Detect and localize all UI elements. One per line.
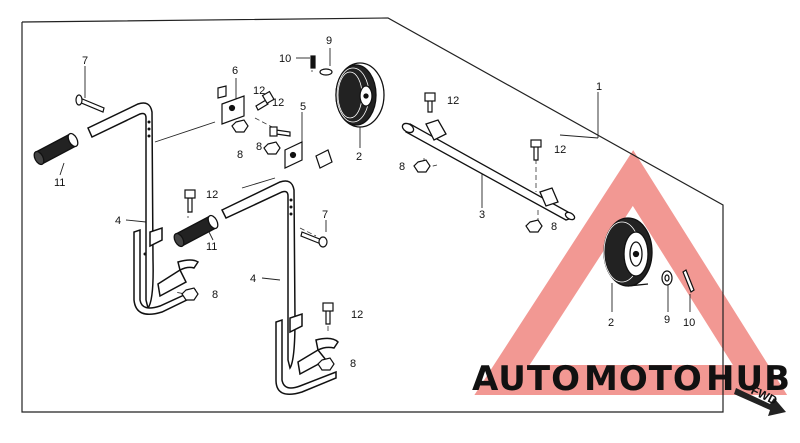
bracket-5 (284, 141, 303, 169)
axle (401, 119, 576, 221)
callout-4-left: 4 (115, 215, 121, 227)
callout-7-top: 7 (82, 55, 88, 67)
bolt-7-top (75, 94, 105, 113)
watermark-part-moto: MOTO (584, 359, 703, 399)
callout-8-c: 8 (399, 161, 405, 173)
grip-right (173, 214, 219, 248)
assembly-outline (21, 17, 724, 413)
callout-2-right: 2 (608, 317, 614, 329)
callout-5: 5 (300, 101, 306, 113)
callout-12-c: 12 (447, 95, 459, 107)
callout-9-right: 9 (664, 314, 670, 326)
washer-9-top (319, 68, 333, 76)
watermark-triangle (474, 150, 788, 395)
callout-7-bottom: 7 (322, 209, 328, 221)
leader-lines (59, 48, 691, 312)
nuts-8 (181, 119, 543, 371)
stand-left (87, 102, 200, 315)
callout-2-top: 2 (356, 151, 362, 163)
callout-10-right: 10 (683, 317, 695, 329)
callout-8-d: 8 (551, 221, 557, 233)
forward-arrow (734, 388, 786, 416)
callout-labels: 1 2 2 3 4 4 5 6 7 7 8 8 8 8 8 8 9 9 10 1… (54, 35, 695, 370)
watermark-text: AUTO MOTO HUB (472, 359, 791, 399)
callout-9-top: 9 (326, 35, 332, 47)
callout-12-d: 12 (554, 144, 566, 156)
callout-3: 3 (479, 209, 485, 221)
callout-4-right: 4 (250, 273, 256, 285)
pin-10-right (682, 269, 695, 293)
stand-left-holes (143, 120, 151, 256)
callout-8-e: 8 (212, 289, 218, 301)
callout-12-f: 12 (351, 309, 363, 321)
callout-11-left: 11 (54, 177, 65, 189)
bracket-6 (217, 85, 245, 125)
washer-9-right (661, 270, 673, 286)
callout-12-a: 12 (253, 85, 265, 97)
callout-6: 6 (232, 65, 238, 77)
wheel-right (603, 217, 653, 287)
watermark-part-auto: AUTO (472, 359, 581, 399)
stand-right-holes (289, 198, 293, 216)
wheel-top (335, 62, 385, 128)
callout-10-top: 10 (279, 53, 291, 65)
stand-right (220, 180, 339, 395)
bolts-12 (184, 90, 542, 325)
callout-12-b: 12 (272, 97, 284, 109)
watermark-part-hub: HUB (706, 359, 791, 399)
callout-8-f: 8 (350, 358, 356, 370)
callout-11-right: 11 (206, 241, 217, 253)
clip (315, 149, 333, 169)
callout-1: 1 (596, 81, 602, 93)
callout-8-a: 8 (237, 149, 243, 161)
callout-12-e: 12 (206, 189, 218, 201)
callout-8-b: 8 (256, 141, 262, 153)
grip-left (33, 132, 79, 166)
bolt-7-bottom (300, 231, 328, 248)
bolt-10-top (310, 55, 316, 69)
